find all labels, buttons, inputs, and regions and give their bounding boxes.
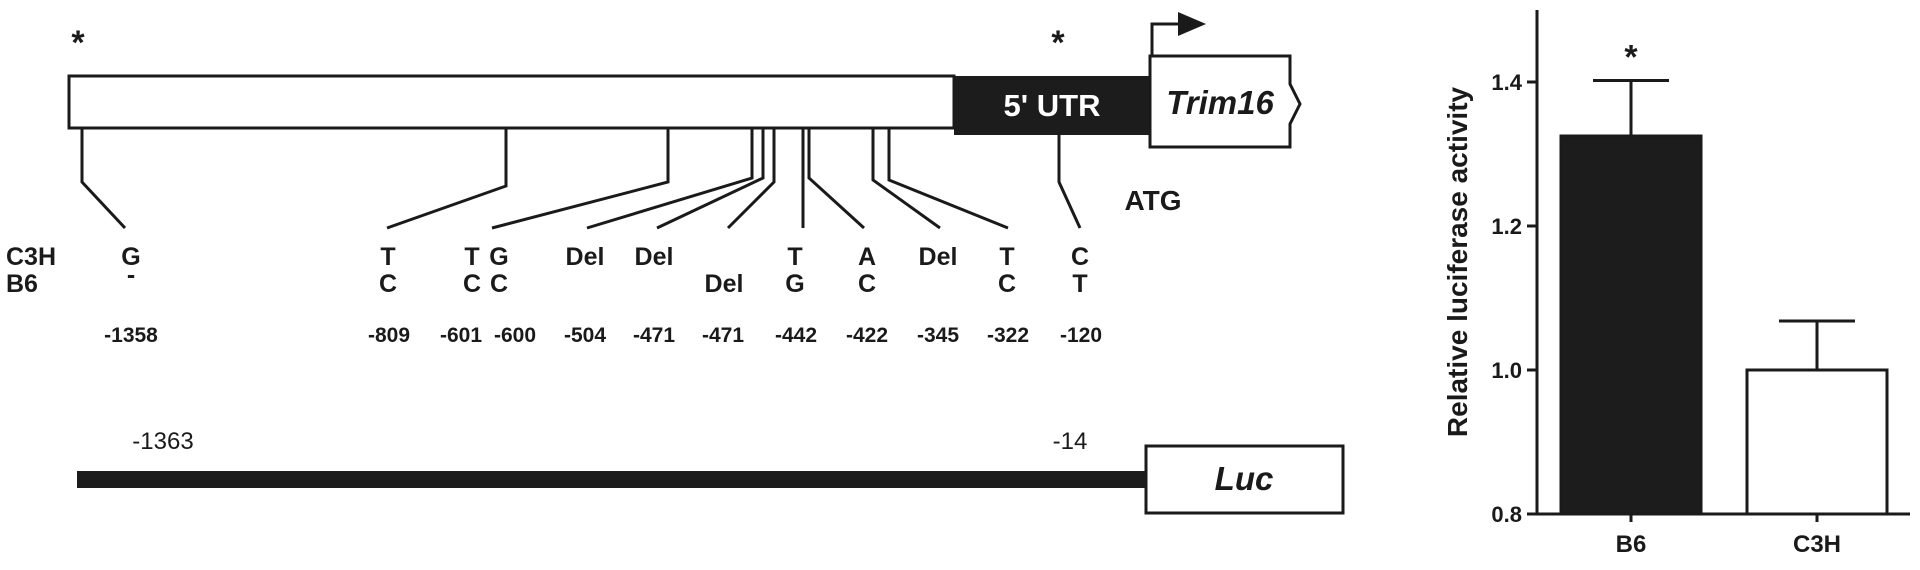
- variant-position: -120: [1060, 324, 1102, 347]
- variant-b6-allele: T: [1072, 270, 1087, 298]
- variant-c3h-allele: G: [489, 243, 508, 271]
- variant-position: -471: [633, 324, 675, 347]
- connector-line: [726, 128, 776, 230]
- utr-box: [954, 76, 1150, 135]
- variant-position: -442: [775, 324, 817, 347]
- variant-position: -600: [494, 324, 536, 347]
- transcription-start-arrow: [1150, 22, 1180, 56]
- variant-b6-allele: C: [490, 270, 508, 298]
- bar-c3h: [1745, 368, 1889, 516]
- reporter-box: [1144, 444, 1345, 515]
- significance-asterisk: *: [1624, 39, 1638, 77]
- significance-asterisk-utr: *: [1051, 24, 1065, 62]
- bar-b6: [1559, 134, 1703, 516]
- y-tick-label: 0.8: [1491, 502, 1522, 527]
- construct-start-label: -1363: [132, 428, 193, 455]
- variant-table: G - -1358 T C -809 T C -601 G C -600 Del…: [104, 243, 1102, 347]
- variant-c3h-allele: T: [464, 243, 479, 271]
- y-tick-label: 1.2: [1491, 214, 1522, 239]
- variant-position: -504: [564, 324, 606, 347]
- reporter-label: Luc: [1215, 460, 1274, 497]
- strain-label-c3h: C3H: [6, 243, 56, 271]
- connector-line: [586, 128, 754, 230]
- variant-position: -601: [440, 324, 482, 347]
- connector-line: [887, 128, 1009, 230]
- variant-c3h-allele: A: [858, 243, 876, 271]
- variant-c3h-allele: T: [380, 243, 395, 271]
- variant-position: -471: [702, 324, 744, 347]
- transcription-arrowhead-icon: [1178, 12, 1206, 36]
- construct-promoter-bar: [77, 471, 1146, 488]
- connector-line: [386, 128, 508, 230]
- variant-c3h-allele: Del: [566, 243, 605, 271]
- x-tick-label: C3H: [1793, 531, 1841, 558]
- variant-c3h-allele: T: [999, 243, 1014, 271]
- construct-end-label: -14: [1053, 428, 1088, 455]
- variant-b6-allele: C: [858, 270, 876, 298]
- luciferase-bar-chart: Relative luciferase activity 0.8 1.0 1.2 1.…: [1442, 10, 1910, 558]
- variant-c3h-allele: T: [787, 243, 802, 271]
- variant-position: -345: [917, 324, 959, 347]
- variant-position: -809: [368, 324, 410, 347]
- variant-position: -322: [987, 324, 1029, 347]
- y-tick-label: 1.4: [1491, 70, 1522, 95]
- promoter-region-box: [67, 74, 956, 130]
- variant-c3h-allele: C: [1071, 243, 1089, 271]
- connector-line: [656, 128, 765, 230]
- variant-b6-allele: C: [379, 270, 397, 298]
- connector-line: [807, 128, 866, 230]
- gene-box: [1148, 54, 1302, 149]
- variant-position: -1358: [104, 324, 158, 347]
- gene-label: Trim16: [1166, 84, 1274, 121]
- significance-asterisk-left: *: [71, 24, 85, 62]
- variant-b6-allele: G: [785, 270, 804, 298]
- variant-b6-allele: C: [998, 270, 1016, 298]
- snp-connectors: [80, 128, 1082, 230]
- strain-label-b6: B6: [6, 270, 38, 298]
- variant-b6-allele: C: [463, 270, 481, 298]
- y-tick-label: 1.0: [1491, 358, 1522, 383]
- connector-line: [1057, 135, 1082, 229]
- x-tick-label: B6: [1616, 531, 1647, 558]
- variant-position: -422: [846, 324, 888, 347]
- variant-b6-allele: Del: [705, 270, 744, 298]
- utr-label: 5' UTR: [1004, 88, 1101, 123]
- y-axis-label: Relative luciferase activity: [1442, 86, 1473, 437]
- atg-label: ATG: [1124, 185, 1181, 216]
- variant-c3h-allele: Del: [635, 243, 674, 271]
- variant-b6-allele: -: [127, 261, 135, 289]
- connector-line: [491, 128, 670, 230]
- variant-c3h-allele: G: [121, 243, 140, 271]
- variant-c3h-allele: Del: [919, 243, 958, 271]
- connector-line: [80, 128, 127, 230]
- connector-line: [871, 128, 941, 230]
